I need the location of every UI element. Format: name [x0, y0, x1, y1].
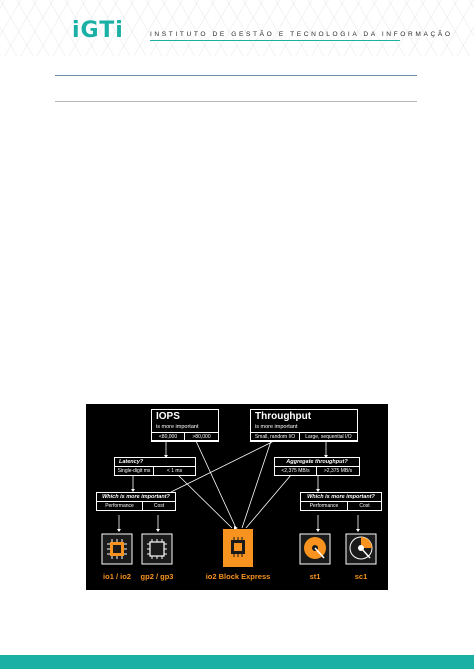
importance-question-left-text: Which is more important? [102, 494, 170, 500]
io1-io2-chip-icon [100, 532, 134, 566]
title-top-rule [55, 75, 417, 76]
st1-hdd-icon [298, 532, 332, 566]
latency-question-text: Latency? [119, 459, 144, 465]
volume-label-io2-block-express: io2 Block Express [205, 572, 271, 581]
igti-logo: iGTi INSTITUTO DE GESTÃO E TECNOLOGIA DA… [72, 18, 450, 44]
logo-subtitle: INSTITUTO DE GESTÃO E TECNOLOGIA DA INFO… [150, 31, 453, 38]
header-band: iGTi INSTITUTO DE GESTÃO E TECNOLOGIA DA… [0, 0, 474, 56]
iops-cell-low: <80,000 [151, 432, 185, 442]
latency-cell-single-digit: Single-digit ms [114, 466, 154, 476]
iops-title: IOPS [156, 411, 180, 422]
importance-left-cell-performance: Performance [96, 501, 143, 511]
logo-rule [150, 40, 400, 41]
title-bottom-rule [55, 101, 417, 102]
throughput-cell-large: Large, sequential I/O [299, 432, 358, 442]
throughput-box: Throughput is more important [250, 409, 358, 441]
throughput-subtitle: is more important [255, 424, 298, 430]
importance-right-cell-performance: Performance [300, 501, 348, 511]
sc1-hdd-icon [344, 532, 378, 566]
footer-band [0, 655, 474, 669]
volume-label-gp2-gp3: gp2 / gp3 [140, 572, 174, 581]
iops-cell-high: >80,000 [184, 432, 219, 442]
volume-label-io1-io2: io1 / io2 [103, 572, 131, 581]
gp2-gp3-chip-icon [140, 532, 174, 566]
throughput-cell-small: Small, random I/O [250, 432, 300, 442]
volume-label-st1: st1 [309, 572, 321, 581]
aggregate-cell-high: >2,375 MB/s [316, 466, 360, 476]
io2-block-express-icon [222, 528, 254, 568]
connector-lines [117, 440, 360, 532]
logo-text: iGTi [72, 18, 124, 43]
aggregate-throughput-question-text: Aggregate throughput? [286, 459, 348, 465]
latency-cell-sub-ms: < 1 ms [153, 466, 196, 476]
iops-subtitle: is more important [156, 424, 199, 430]
iops-box: IOPS is more important [151, 409, 219, 441]
ebs-volume-selection-figure: IOPS is more important <80,000 >80,000 T… [86, 404, 388, 590]
importance-question-right-text: Which is more important? [307, 494, 375, 500]
importance-right-cell-cost: Cost [347, 501, 382, 511]
volume-label-sc1: sc1 [354, 572, 368, 581]
aggregate-cell-low: <2,375 MB/s [274, 466, 317, 476]
importance-left-cell-cost: Cost [142, 501, 176, 511]
throughput-title: Throughput [255, 411, 312, 422]
